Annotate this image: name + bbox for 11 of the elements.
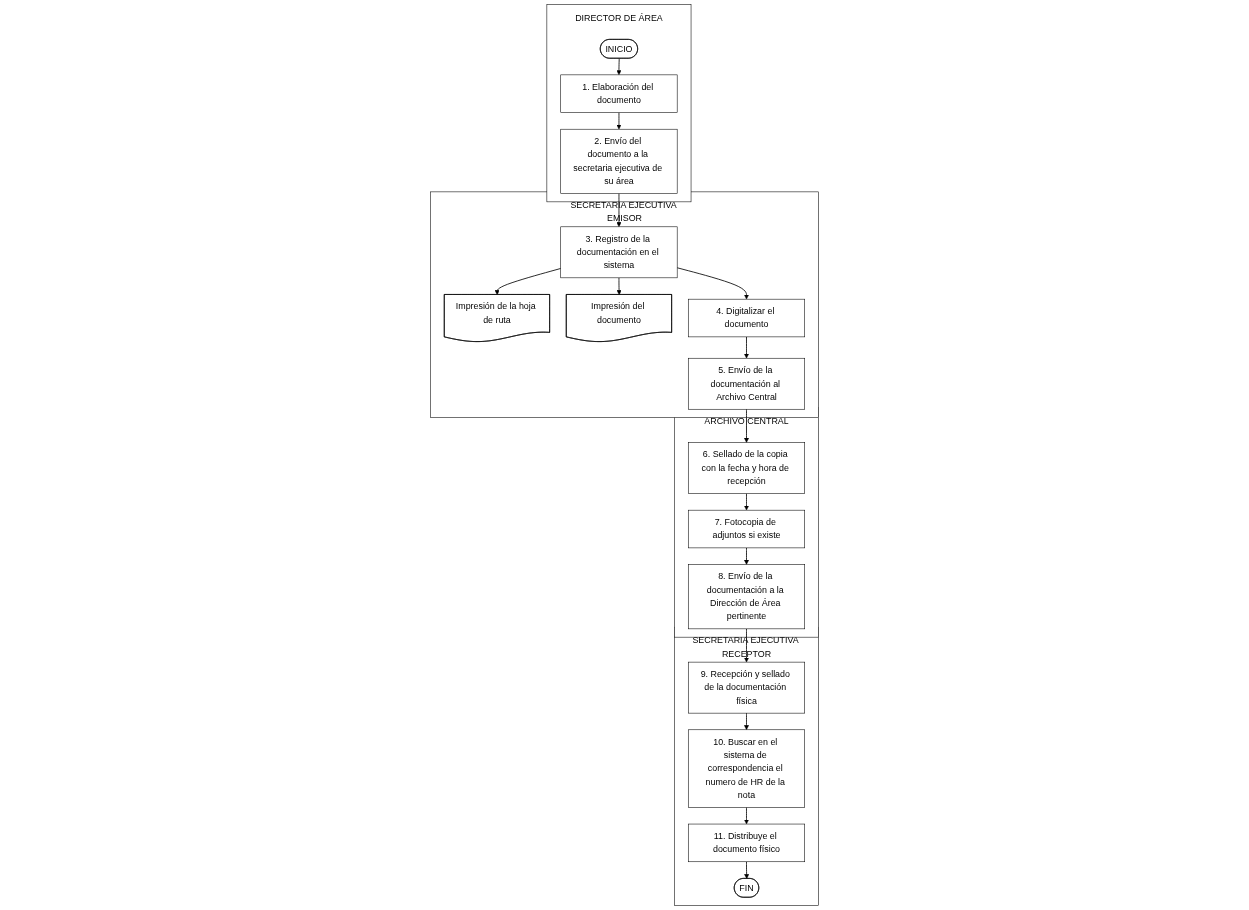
node-box: 6. Sellado de la copia con la fecha y hora de recepción	[688, 442, 805, 494]
node-box: 3. Registro de la documentación en el sistema	[560, 226, 678, 279]
node-box: 4. Digitalizar el documento	[688, 298, 805, 338]
node-box: 1. Elaboración del documento	[560, 74, 678, 113]
node-box: 8. Envío de la documentación a la Dirección de Área pertinente	[688, 564, 805, 630]
node-box: 9. Recepción y sellado de la documentación física	[688, 661, 805, 714]
node-box: 11. Distribuye el documento físico	[688, 823, 805, 863]
node-box: 2. Envío del documento a la secretaria ejecutiva de su área	[560, 128, 678, 194]
node-box: 7. Fotocopia de adjuntos si existe	[688, 509, 805, 549]
node-box: 5. Envío de la documentación al Archivo Central	[688, 357, 805, 410]
node-box: 10. Buscar en el sistema de correspondencia el numero de HR de la nota	[688, 729, 805, 808]
